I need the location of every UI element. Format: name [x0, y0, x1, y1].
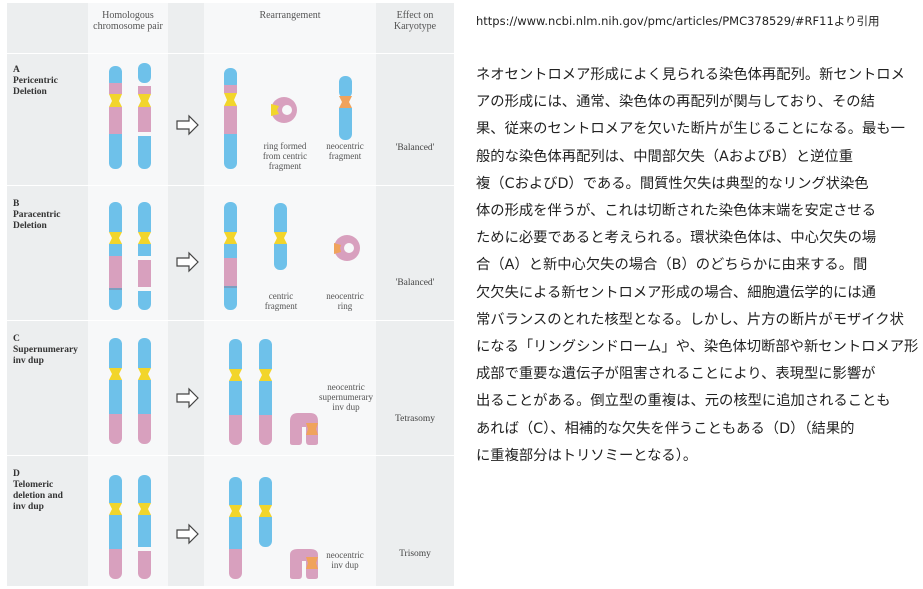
effect-column-bg	[376, 3, 454, 586]
row-label-c: C Supernumerary inv dup	[13, 334, 78, 366]
paragraph-line: 般的な染色体再配列は、中間部欠失（AおよびB）と逆位重	[476, 148, 854, 165]
row-d-chromosomes	[109, 475, 318, 579]
label-column-bg	[7, 3, 88, 586]
paragraph-line: 出ることがある。倒立型の重複は、元の核型に追加されることも	[476, 393, 891, 410]
effect-row-c: Tetrasomy	[395, 414, 435, 424]
paragraph-line: に重複部分はトリソミーとなる）。	[476, 447, 698, 464]
row-divider	[7, 455, 454, 456]
arrow-icon	[176, 114, 199, 136]
paragraph-line: 常バランスのとれた核型となる。しかし、片方の断片がモザイク状	[476, 311, 904, 328]
paragraph-line: 複（CおよびD）である。間質性欠失は典型的なリング状染色	[476, 175, 869, 192]
effect-row-d: Trisomy	[399, 549, 431, 559]
paragraph-line: 欠欠失による新セントロメア形成の場合、細胞遺伝学的には通	[476, 284, 876, 301]
paragraph-line: ために必要であると考えられる。環状染色体は、中心欠失の場	[476, 230, 877, 247]
caption-neocentric-ring: neocentric ring	[326, 291, 364, 311]
header-rearrangement: Rearrangement	[259, 10, 321, 21]
row-label-d: D Telomeric deletion and inv dup	[13, 469, 63, 512]
arrow-icon	[176, 251, 199, 273]
paragraph-line: 果、従来のセントロメアを欠いた断片が生じることになる。最も一	[476, 121, 905, 138]
caption-neocentric-supernumerary-inv-dup: neocentric supernumerary inv dup	[319, 382, 373, 412]
caption-centric-fragment: centric fragment	[264, 291, 298, 311]
paragraph-line: 体の形成を伴うが、これは切断された染色体末端を安定させる	[476, 203, 877, 220]
row-b-chromosomes	[109, 202, 360, 310]
arrow-icon	[176, 387, 199, 409]
row-divider	[7, 185, 454, 186]
row-divider	[7, 53, 454, 54]
chromosome-rearrangement-figure: Homologous chromosome pair Rearrangement…	[7, 3, 454, 586]
effect-row-b: 'Balanced'	[395, 278, 435, 288]
description-paragraph: ネオセントロメア形成によく見られる染色体再配列。新セントロメ アの形成には、通常…	[476, 62, 919, 470]
pair-column-bg	[88, 3, 168, 586]
header-homologous-pair: Homologous chromosome pair	[93, 10, 163, 32]
paragraph-line: あれば（C）、相補的な欠失を伴うこともある（D）（結果的	[476, 420, 855, 437]
row-c-chromosomes	[109, 338, 318, 445]
paragraph-line: ネオセントロメア形成によく見られる染色体再配列。新セントロメ	[476, 67, 905, 83]
row-divider	[7, 320, 454, 321]
effect-row-a: 'Balanced'	[395, 143, 435, 153]
row-a-chromosomes	[109, 63, 352, 169]
row-label-a: A Pericentric Deletion	[13, 65, 58, 97]
arrow-icon	[176, 523, 199, 545]
caption-neocentric-fragment: neocentric fragment	[326, 141, 364, 161]
paragraph-line: 合（A）と新中心欠失の場合（B）のどちらかに由来する。間	[476, 257, 868, 274]
arrow-column-bg	[168, 3, 204, 586]
header-effect-on-karyotype: Effect on Karyotype	[393, 10, 437, 32]
caption-neocentric-inv-dup: neocentric inv dup	[326, 550, 364, 570]
row-label-b: B Paracentric Deletion	[13, 199, 61, 231]
citation-text: https://www.ncbi.nlm.nih.gov/pmc/article…	[476, 14, 880, 28]
paragraph-line: になる「リングシンドローム」や、染色体切断部や新セントロメア形	[476, 339, 919, 356]
paragraph-line: アの形成には、通常、染色体の再配列が関与しており、その結	[476, 94, 875, 111]
paragraph-line: 成部で重要な遺伝子が阻害されることにより、表現型に影響が	[476, 366, 876, 383]
caption-ring-formed: ring formed from centric fragment	[262, 141, 308, 171]
